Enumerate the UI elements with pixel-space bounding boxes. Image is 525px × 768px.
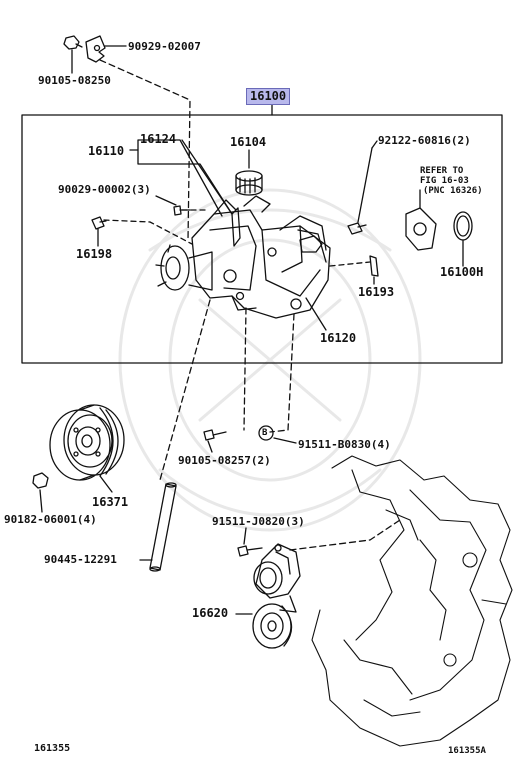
label-90445-12291[interactable]: 90445-12291	[44, 553, 117, 566]
refer-line-1: REFER TO	[420, 166, 464, 176]
label-90105-08250[interactable]: 90105-08250	[38, 74, 111, 87]
label-16100h[interactable]: 16100H	[440, 265, 484, 279]
engine-block-outline	[311, 455, 513, 747]
bolt-91511-j0820[interactable]	[237, 545, 263, 557]
label-16110[interactable]: 16110	[88, 144, 125, 158]
o-ring-16100h[interactable]	[453, 211, 473, 241]
label-16193[interactable]: 16193	[358, 285, 395, 299]
assembly-16100-frame	[21, 114, 503, 364]
label-91511-j0820[interactable]: 91511-J0820(3)	[212, 515, 305, 528]
label-16104[interactable]: 16104	[230, 135, 267, 149]
refer-line-3[interactable]: (PNC 16326)	[423, 186, 483, 196]
gasket-16124[interactable]	[231, 207, 241, 247]
bolt-90105-08257[interactable]	[203, 429, 227, 441]
label-92122-60816[interactable]: 92122-60816(2)	[378, 134, 471, 147]
label-90182-06001[interactable]: 90182-06001(4)	[4, 513, 97, 526]
stud-16193[interactable]	[369, 255, 379, 277]
tensioner-16620[interactable]	[252, 543, 301, 649]
label-91511-b0830[interactable]: 91511-B0830(4)	[298, 438, 391, 451]
watermark-emblem	[118, 188, 422, 532]
marker-b-circle	[258, 425, 274, 441]
refer-line-2: FIG 16-03	[420, 176, 469, 186]
label-16120[interactable]: 16120	[320, 331, 357, 345]
label-16371[interactable]: 16371	[92, 495, 129, 509]
figure-number-right: 161355A	[448, 746, 486, 756]
label-16620[interactable]: 16620	[192, 606, 229, 620]
nut-90182-06001[interactable]	[32, 472, 49, 489]
label-90029-00002[interactable]: 90029-00002(3)	[58, 183, 151, 196]
label-90105-08257[interactable]: 90105-08257(2)	[178, 454, 271, 467]
bolt-90105-08250[interactable]	[63, 35, 83, 50]
stud-92122-60816[interactable]	[347, 222, 367, 235]
label-90929-02007[interactable]: 90929-02007	[128, 40, 201, 53]
bracket-90929-02007[interactable]	[85, 35, 106, 63]
gasket-16326[interactable]	[405, 207, 437, 251]
hose-90445-12291[interactable]	[149, 482, 177, 572]
label-16198[interactable]: 16198	[76, 247, 113, 261]
marker-b: B	[262, 428, 268, 438]
figure-number-left: 161355	[34, 743, 71, 754]
union-16198[interactable]	[91, 216, 107, 230]
pump-hub-flange[interactable]	[155, 244, 213, 291]
bushing-16104[interactable]	[235, 170, 263, 196]
pulley-16371[interactable]	[49, 404, 125, 481]
label-16124[interactable]: 16124	[140, 132, 177, 146]
label-16100[interactable]: 16100	[246, 88, 291, 105]
